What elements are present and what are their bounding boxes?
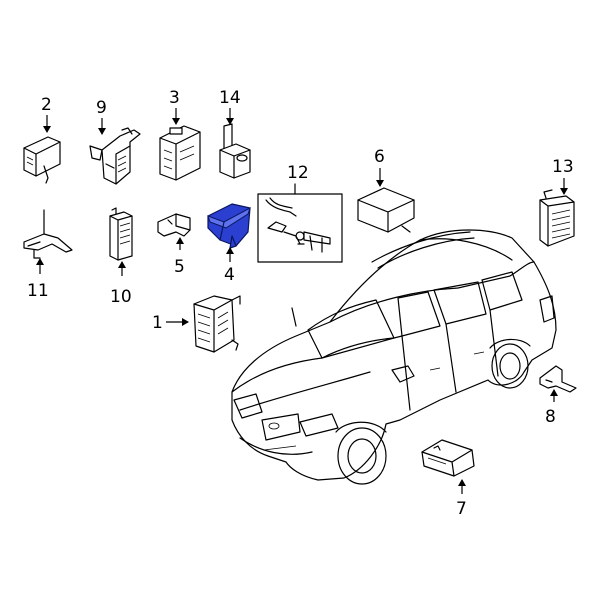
part-3[interactable]: 3 bbox=[159, 88, 201, 181]
part-13-label: 13 bbox=[552, 157, 574, 177]
part-5-clip-icon bbox=[157, 213, 191, 237]
part-2-module-icon bbox=[23, 136, 61, 184]
part-2-label: 2 bbox=[41, 95, 52, 115]
part-11[interactable]: 11 bbox=[23, 209, 73, 301]
part-2[interactable]: 2 bbox=[23, 95, 61, 184]
part-8-bracket-icon bbox=[539, 365, 577, 393]
part-12-callout-box bbox=[257, 193, 343, 263]
part-10-label: 10 bbox=[110, 287, 132, 307]
part-9-label: 9 bbox=[96, 98, 107, 118]
part-4-label: 4 bbox=[224, 265, 235, 285]
part-5[interactable]: 5 bbox=[157, 213, 191, 277]
part-1[interactable]: 1 bbox=[152, 295, 241, 353]
part-12-cable-icon bbox=[265, 197, 331, 253]
part-1-label: 1 bbox=[152, 313, 163, 333]
part-1-junction-box-icon bbox=[193, 295, 241, 353]
part-7-label: 7 bbox=[456, 499, 467, 519]
part-4[interactable]: 4 bbox=[207, 203, 251, 285]
part-12[interactable]: 12 bbox=[257, 163, 343, 263]
part-13-module-icon bbox=[539, 189, 575, 247]
part-6[interactable]: 6 bbox=[357, 147, 415, 233]
part-12-label: 12 bbox=[287, 163, 309, 183]
part-13[interactable]: 13 bbox=[539, 157, 575, 247]
vehicle-illustration bbox=[231, 229, 557, 485]
part-11-bracket-icon bbox=[23, 209, 73, 259]
part-9-bracket-module-icon bbox=[89, 127, 141, 185]
part-9[interactable]: 9 bbox=[89, 98, 141, 185]
part-4-highlighted-module-icon bbox=[207, 203, 251, 249]
part-7[interactable]: 7 bbox=[421, 439, 475, 519]
part-6-label: 6 bbox=[374, 147, 385, 167]
part-14[interactable]: 14 bbox=[219, 88, 251, 179]
part-10-module-icon bbox=[109, 207, 133, 261]
part-14-label: 14 bbox=[219, 88, 241, 108]
part-3-label: 3 bbox=[169, 88, 180, 108]
part-5-label: 5 bbox=[174, 257, 185, 277]
part-11-label: 11 bbox=[27, 281, 49, 301]
part-14-sensor-icon bbox=[219, 123, 251, 179]
part-6-module-icon bbox=[357, 187, 415, 233]
part-8-label: 8 bbox=[545, 407, 556, 427]
part-10[interactable]: 10 bbox=[109, 207, 133, 307]
part-7-module-icon bbox=[421, 439, 475, 477]
part-8[interactable]: 8 bbox=[539, 365, 577, 427]
part-3-module-icon bbox=[159, 125, 201, 181]
